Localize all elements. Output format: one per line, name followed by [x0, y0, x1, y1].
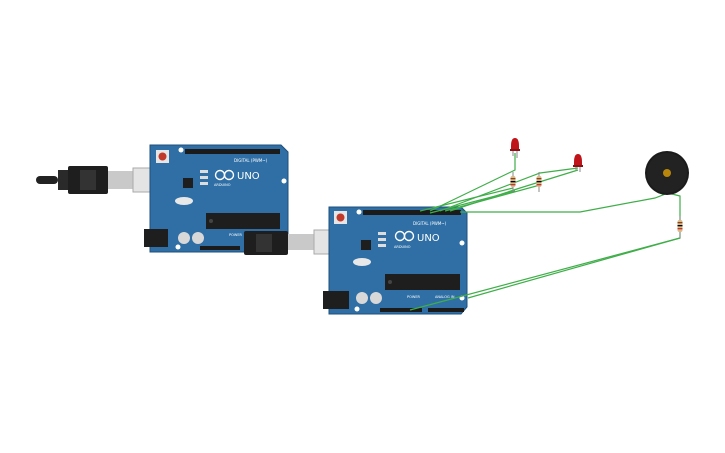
digital-header-label: DIGITAL (PWM~)	[413, 221, 447, 226]
power-header-1	[200, 246, 240, 250]
board-model-label: UNO	[237, 171, 260, 182]
piezo-buzzer[interactable]	[645, 151, 689, 195]
resistor-2[interactable]	[536, 172, 542, 192]
wire	[444, 184, 541, 212]
power-header-label: POWER	[229, 233, 243, 237]
arduino-uno-board-1[interactable]: DIGITAL (PWM~) UNO ARDUINO POWER	[144, 144, 289, 253]
wire	[667, 192, 681, 220]
usb-cable-1[interactable]	[36, 166, 166, 194]
power-header-2	[380, 308, 422, 312]
arduino-uno-board-2[interactable]: DIGITAL (PWM~) UNO ARDUINO POWER ANALOG …	[323, 206, 468, 315]
wire	[449, 169, 579, 212]
wire	[419, 187, 514, 212]
analog-header-2	[428, 308, 464, 312]
resistor-3[interactable]	[677, 216, 683, 238]
board-model-label: UNO	[417, 233, 440, 244]
arduino-logo-1	[214, 169, 235, 181]
board-brand-label: ARDUINO	[214, 183, 231, 187]
digital-header-label: DIGITAL (PWM~)	[234, 158, 268, 163]
power-jack-1	[144, 229, 168, 247]
red-led-2[interactable]	[573, 154, 583, 172]
microcontroller-chip-1	[206, 213, 280, 229]
wire	[429, 153, 516, 212]
wire	[439, 167, 579, 212]
wire	[460, 192, 669, 213]
digital-header-1	[185, 149, 280, 154]
power-header-label: POWER	[407, 295, 421, 299]
wire	[409, 237, 681, 311]
microcontroller-chip-2	[385, 274, 460, 290]
power-jack-2	[323, 291, 349, 309]
arduino-logo-2	[394, 230, 415, 242]
wire	[467, 230, 681, 299]
red-led-1[interactable]	[510, 138, 520, 158]
digital-header-2	[363, 210, 461, 215]
board-brand-label: ARDUINO	[394, 245, 411, 249]
resistor-1[interactable]	[510, 172, 516, 192]
analog-header-label: ANALOG IN	[435, 295, 455, 299]
